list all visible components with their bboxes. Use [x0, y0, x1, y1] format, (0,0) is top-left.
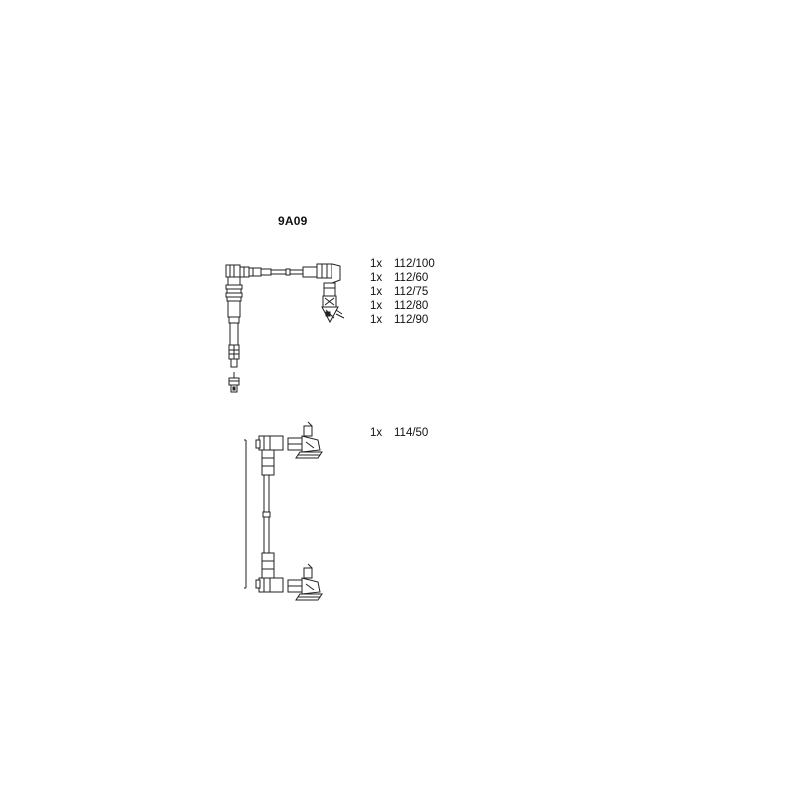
plug-end-connector — [303, 264, 344, 322]
ignition-lead-set-b — [244, 422, 322, 600]
parts-row: 1x 112/80 — [370, 299, 435, 313]
part-number: 112/75 — [394, 286, 429, 298]
part-qty: 1x — [370, 286, 383, 298]
terminal-clip — [229, 372, 239, 392]
part-qty: 1x — [370, 272, 383, 284]
parts-row: 1x 112/90 — [370, 313, 435, 327]
diagram-code: 9A09 — [278, 214, 308, 228]
parts-row: 1x 112/60 — [370, 271, 435, 285]
part-number: 112/80 — [394, 300, 429, 312]
spark-plug-boot — [226, 277, 242, 367]
upper-plug-terminal — [288, 422, 322, 458]
part-number: 112/100 — [394, 258, 435, 270]
part-number: 112/60 — [394, 272, 429, 284]
part-qty: 1x — [370, 314, 383, 326]
parts-list-set-b: 1x 114/50 — [370, 426, 428, 440]
parts-row: 1x 114/50 — [370, 426, 428, 440]
upper-lead-connector — [256, 436, 283, 475]
coil-end-boot — [226, 265, 271, 277]
part-qty: 1x — [370, 427, 383, 439]
ignition-lead-set-a — [226, 264, 344, 392]
parts-row: 1x 112/75 — [370, 285, 435, 299]
parts-row: 1x 112/100 — [370, 257, 435, 271]
lower-plug-terminal — [288, 564, 322, 600]
part-number: 112/90 — [394, 314, 429, 326]
part-number: 114/50 — [394, 427, 429, 439]
part-qty: 1x — [370, 258, 383, 270]
lower-lead-connector — [256, 553, 283, 592]
part-qty: 1x — [370, 300, 383, 312]
